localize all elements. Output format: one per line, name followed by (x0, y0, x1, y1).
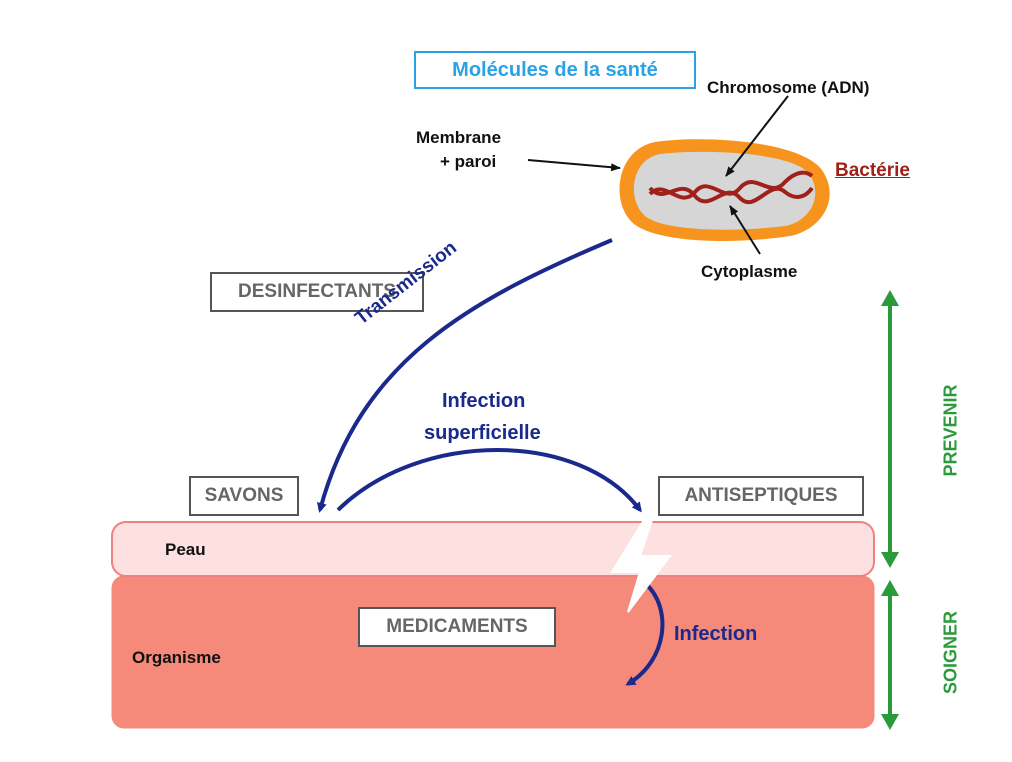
infection-label: Infection (674, 623, 758, 645)
cytoplasm-pointer (729, 205, 761, 255)
membrane-label-line2: + paroi (440, 152, 497, 171)
lightning-icon (610, 519, 672, 613)
treat-label: SOIGNER (940, 611, 961, 695)
chromosome-pointer (725, 95, 789, 177)
infection-arrow (625, 582, 665, 686)
cytoplasm-label: Cytoplasme (701, 262, 798, 281)
skin-label: Peau (165, 540, 206, 559)
desinfectants-box: DESINFECTANTS (210, 272, 424, 312)
membrane-pointer (527, 159, 621, 172)
prevent-label: PREVENIR (940, 384, 961, 477)
superficial-infection-arrow (336, 448, 642, 513)
skin-layer (111, 521, 875, 577)
treat-arrow (881, 580, 899, 730)
transmission-arrow (316, 238, 613, 513)
medicaments-box: MEDICAMENTS (358, 607, 556, 647)
page-title: Molécules de la santé (414, 51, 696, 89)
bacterium-label: Bactérie (835, 160, 910, 181)
prevent-arrow (881, 290, 899, 568)
superficial-infection-label-line2: superficielle (424, 422, 541, 444)
bacterium-icon (619, 139, 830, 241)
organism-layer (111, 575, 875, 729)
savons-box: SAVONS (189, 476, 299, 516)
antiseptiques-box: ANTISEPTIQUES (658, 476, 864, 516)
chromosome-label: Chromosome (ADN) (707, 78, 870, 97)
organism-label: Organisme (132, 648, 221, 667)
superficial-infection-label-line1: Infection (442, 390, 526, 412)
membrane-label-line1: Membrane (416, 128, 502, 147)
